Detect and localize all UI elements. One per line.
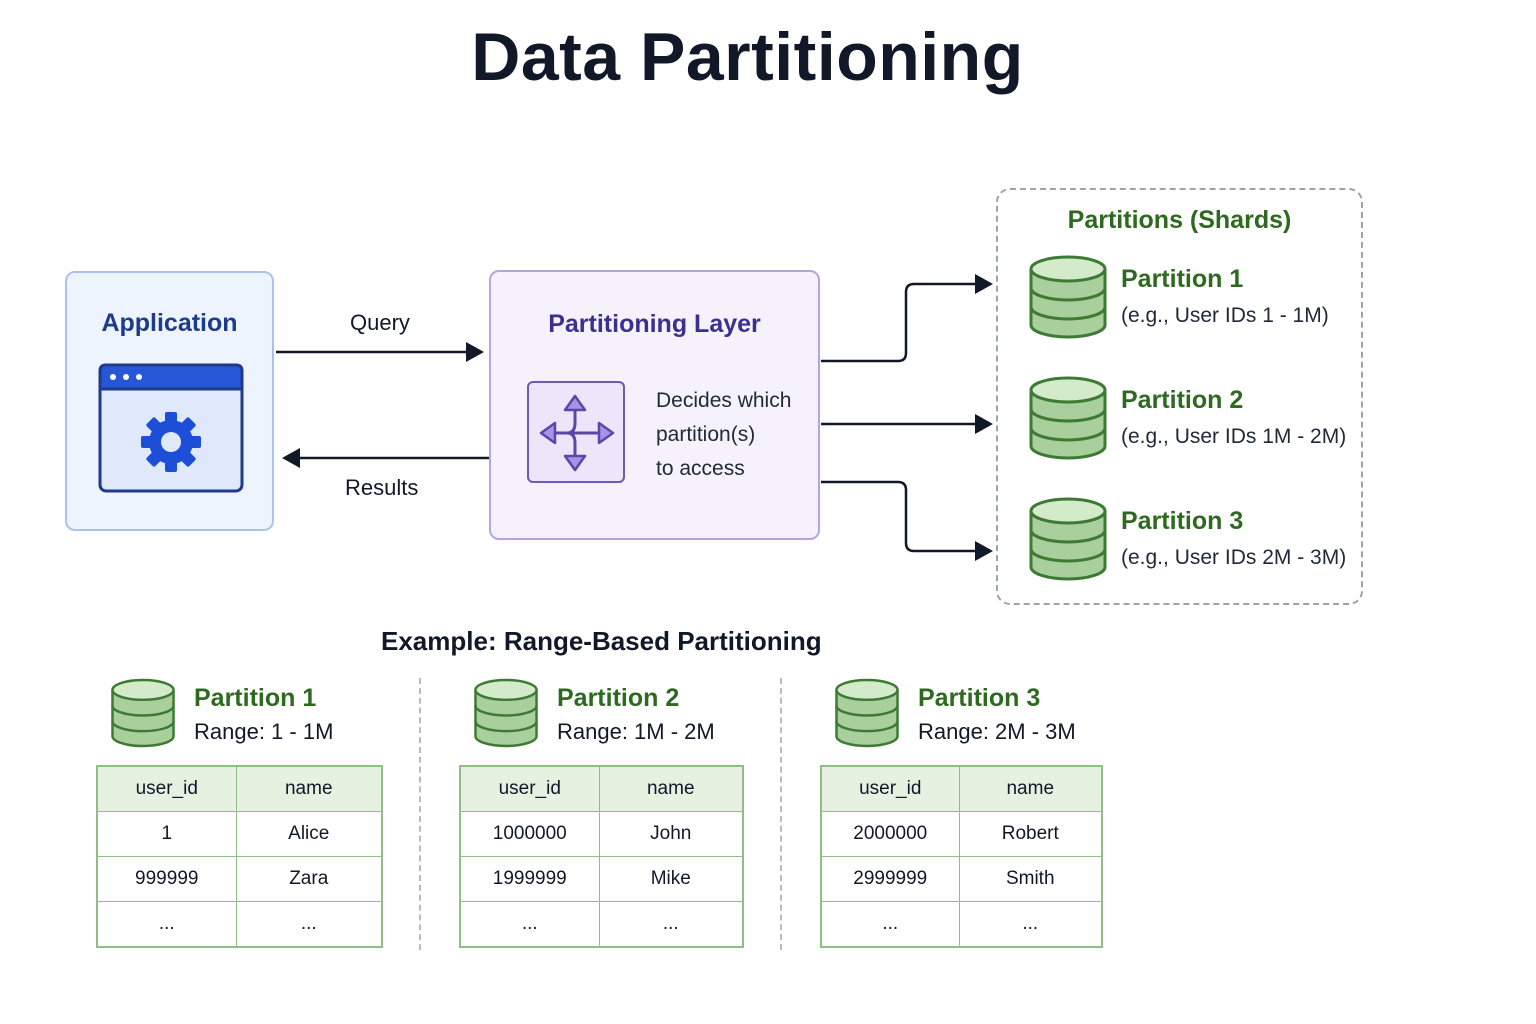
example-partition-name: Partition 2 <box>557 684 680 712</box>
table-cell: Alice <box>235 811 383 857</box>
table-row: 1 Alice <box>96 811 383 857</box>
shards-group: Partitions (Shards) Partition 1 (e.g., U… <box>996 188 1363 605</box>
shard-name: Partition 1 <box>1121 265 1244 293</box>
query-arrowhead <box>466 342 484 362</box>
table-header-row: user_id name <box>96 765 383 812</box>
example-title: Example: Range-Based Partitioning <box>381 626 822 656</box>
query-label: Query <box>350 310 410 335</box>
table-row: 1999999 Mike <box>459 856 744 902</box>
table-cell: John <box>598 811 744 857</box>
example-divider <box>419 678 421 950</box>
table-row: ... ... <box>459 901 744 948</box>
description-line: Decides which <box>656 389 792 412</box>
table-cell: 2000000 <box>820 811 960 857</box>
table-row: 2000000 Robert <box>820 811 1103 857</box>
partition-table: user_id name 1 Alice 999999 Zara ... ... <box>96 765 383 948</box>
shard-name: Partition 2 <box>1121 386 1244 414</box>
shard-partition-3: Partition 3 (e.g., User IDs 2M - 3M) <box>1028 497 1364 581</box>
example-partition-name: Partition 1 <box>194 684 317 712</box>
table-row: 999999 Zara <box>96 856 383 902</box>
example-partition-name: Partition 3 <box>918 684 1041 712</box>
table-cell: ... <box>96 901 237 948</box>
database-icon <box>1028 255 1108 339</box>
partition-table: user_id name 2000000 Robert 2999999 Smit… <box>820 765 1103 948</box>
column-header: user_id <box>96 765 237 812</box>
table-cell: ... <box>459 901 600 948</box>
browser-window-gear-icon <box>98 363 244 493</box>
route-arrow-partition-3 <box>821 480 978 553</box>
partitioning-layer-description: Decides which partition(s) to access <box>656 384 791 486</box>
partition-1-arrowhead <box>975 274 993 294</box>
partition-table: user_id name 1000000 John 1999999 Mike .… <box>459 765 744 948</box>
description-line: partition(s) <box>656 423 756 446</box>
database-icon <box>1028 497 1108 581</box>
table-cell: Robert <box>958 811 1103 857</box>
database-icon <box>110 678 176 748</box>
shard-partition-2: Partition 2 (e.g., User IDs 1M - 2M) <box>1028 376 1364 460</box>
shard-range: (e.g., User IDs 1 - 1M) <box>1121 304 1329 327</box>
results-label: Results <box>345 475 419 500</box>
shard-range: (e.g., User IDs 1M - 2M) <box>1121 425 1347 448</box>
partitioning-layer-node: Partitioning Layer Decides which partiti… <box>489 270 820 540</box>
table-row: ... ... <box>820 901 1103 948</box>
results-arrowhead <box>282 448 300 468</box>
page-title: Data Partitioning <box>471 19 1024 95</box>
table-cell: Smith <box>958 856 1103 902</box>
table-row: 2999999 Smith <box>820 856 1103 902</box>
table-cell: ... <box>820 901 960 948</box>
column-header: name <box>235 765 383 812</box>
database-icon <box>1028 376 1108 460</box>
shards-title: Partitions (Shards) <box>1067 206 1292 234</box>
table-cell: 1 <box>96 811 237 857</box>
example-partition-range: Range: 2M - 3M <box>918 719 1076 744</box>
table-cell: ... <box>958 901 1103 948</box>
route-arrow-partition-1 <box>821 282 978 363</box>
shard-name: Partition 3 <box>1121 507 1244 535</box>
database-icon <box>834 678 900 748</box>
table-cell: 999999 <box>96 856 237 902</box>
example-partition-range: Range: 1 - 1M <box>194 719 334 744</box>
application-node: Application <box>65 271 274 531</box>
partition-2-arrowhead <box>975 414 993 434</box>
column-header: name <box>598 765 744 812</box>
table-cell: 1999999 <box>459 856 600 902</box>
table-row: 1000000 John <box>459 811 744 857</box>
table-header-row: user_id name <box>459 765 744 812</box>
column-header: name <box>958 765 1103 812</box>
table-cell: Mike <box>598 856 744 902</box>
partition-3-arrowhead <box>975 541 993 561</box>
application-title: Application <box>101 309 238 337</box>
column-header: user_id <box>820 765 960 812</box>
table-cell: ... <box>598 901 744 948</box>
database-icon <box>473 678 539 748</box>
partitioning-layer-title: Partitioning Layer <box>548 310 761 338</box>
example-divider <box>780 678 782 950</box>
routing-arrows-icon <box>527 381 625 483</box>
column-header: user_id <box>459 765 600 812</box>
table-cell: 2999999 <box>820 856 960 902</box>
table-cell: Zara <box>235 856 383 902</box>
table-row: ... ... <box>96 901 383 948</box>
shard-range: (e.g., User IDs 2M - 3M) <box>1121 546 1347 569</box>
table-cell: ... <box>235 901 383 948</box>
table-header-row: user_id name <box>820 765 1103 812</box>
table-cell: 1000000 <box>459 811 600 857</box>
example-partition-range: Range: 1M - 2M <box>557 719 715 744</box>
description-line: to access <box>656 457 745 480</box>
shard-partition-1: Partition 1 (e.g., User IDs 1 - 1M) <box>1028 255 1364 339</box>
